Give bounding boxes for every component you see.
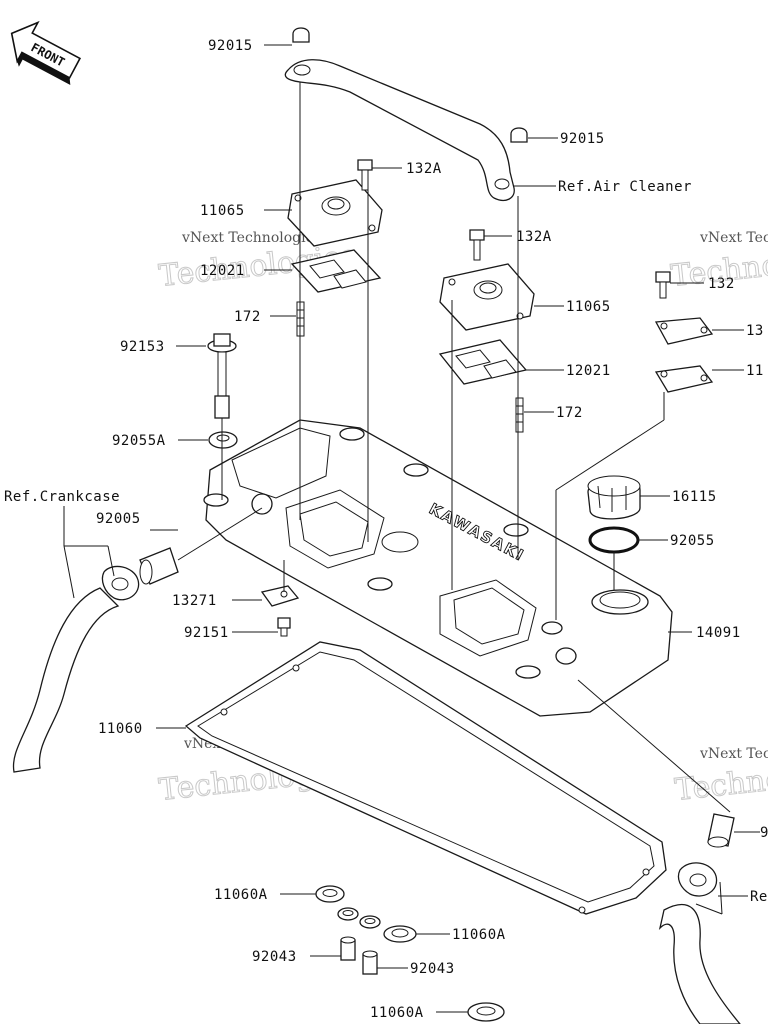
label-14091: 14091 xyxy=(696,625,741,641)
fitting-right-part xyxy=(707,813,735,848)
breather-cover-left xyxy=(287,179,383,247)
small-cover-right xyxy=(654,317,714,393)
label-ref-crankcase: Ref.Crankcase xyxy=(4,489,120,505)
hose-clamp-right xyxy=(677,862,718,897)
washer-92055a-part xyxy=(208,431,238,449)
label-11-cut: 11 xyxy=(746,363,764,379)
label-12021-right: 12021 xyxy=(566,363,611,379)
bolt-92153-part xyxy=(207,333,237,419)
head-cover-gasket-part xyxy=(184,641,667,915)
label-132: 132 xyxy=(708,276,735,292)
front-arrow-icon: FRONT xyxy=(10,20,82,85)
bolt-right xyxy=(469,229,485,261)
label-132a-mid: 132A xyxy=(516,229,552,245)
gasket-right xyxy=(438,339,528,385)
watermark-text-1: vNext Technologies xyxy=(181,230,321,246)
label-132a-top: 132A xyxy=(406,161,442,177)
label-ref-air-cleaner: Ref.Air Cleaner xyxy=(558,179,692,195)
seal-11060a-small-1 xyxy=(337,907,359,921)
label-172-right: 172 xyxy=(556,405,583,421)
label-92055: 92055 xyxy=(670,533,715,549)
label-92015-top: 92015 xyxy=(208,38,253,54)
label-172-left: 172 xyxy=(234,309,261,325)
o-ring-92055-part xyxy=(588,526,640,554)
breather-hose-right xyxy=(658,904,741,1024)
label-11060a-3: 11060A xyxy=(370,1005,424,1021)
cylinder-head-cover-part: KAWASAKI xyxy=(203,419,673,717)
stud-right xyxy=(515,397,524,433)
label-92043-2: 92043 xyxy=(410,961,455,977)
watermark-text-7: vNext Technologies xyxy=(699,746,768,762)
label-16115: 16115 xyxy=(672,489,717,505)
leader-lines xyxy=(63,44,760,1013)
acorn-nut-part xyxy=(292,27,528,143)
label-11065-left: 11065 xyxy=(200,203,245,219)
collar-92043-1 xyxy=(340,936,356,961)
label-92151: 92151 xyxy=(184,625,229,641)
seal-11060a-2 xyxy=(383,925,417,943)
oil-cap-part xyxy=(587,475,641,520)
label-11065-right: 11065 xyxy=(566,299,611,315)
label-13-cut: 13 xyxy=(746,323,764,339)
label-13271: 13271 xyxy=(172,593,217,609)
collar-92043-2 xyxy=(362,950,378,975)
fitting-92005-part xyxy=(139,547,179,585)
hose-clamp-left xyxy=(101,565,140,601)
label-ref-cut: Re xyxy=(750,889,768,905)
gasket-left xyxy=(290,249,382,293)
label-92015-right: 92015 xyxy=(560,131,605,147)
label-11060a-1: 11060A xyxy=(214,887,268,903)
label-92055a: 92055A xyxy=(112,433,166,449)
bolt-left xyxy=(357,159,373,191)
breather-cover-right xyxy=(439,263,535,331)
bracket-part xyxy=(284,59,515,202)
label-9-cut: 9 xyxy=(760,825,768,841)
bolt-92151-part xyxy=(277,617,291,637)
callout-labels: 92015 92015 132A Ref.Air Cleaner 11065 1… xyxy=(4,38,768,1021)
bracket-13271-part xyxy=(260,585,300,607)
breather-hose-left xyxy=(12,587,120,773)
seal-11060a-3 xyxy=(467,1002,505,1022)
seal-11060a-small-2 xyxy=(359,915,381,929)
bolt-far-right xyxy=(655,271,671,299)
label-92153: 92153 xyxy=(120,339,165,355)
label-92043-1: 92043 xyxy=(252,949,297,965)
label-11060: 11060 xyxy=(98,721,143,737)
seal-11060a-1 xyxy=(315,885,345,903)
label-12021-left: 12021 xyxy=(200,263,245,279)
label-11060a-2: 11060A xyxy=(452,927,506,943)
label-92005: 92005 xyxy=(96,511,141,527)
watermark-text-3: vNext Technologies xyxy=(699,230,768,246)
